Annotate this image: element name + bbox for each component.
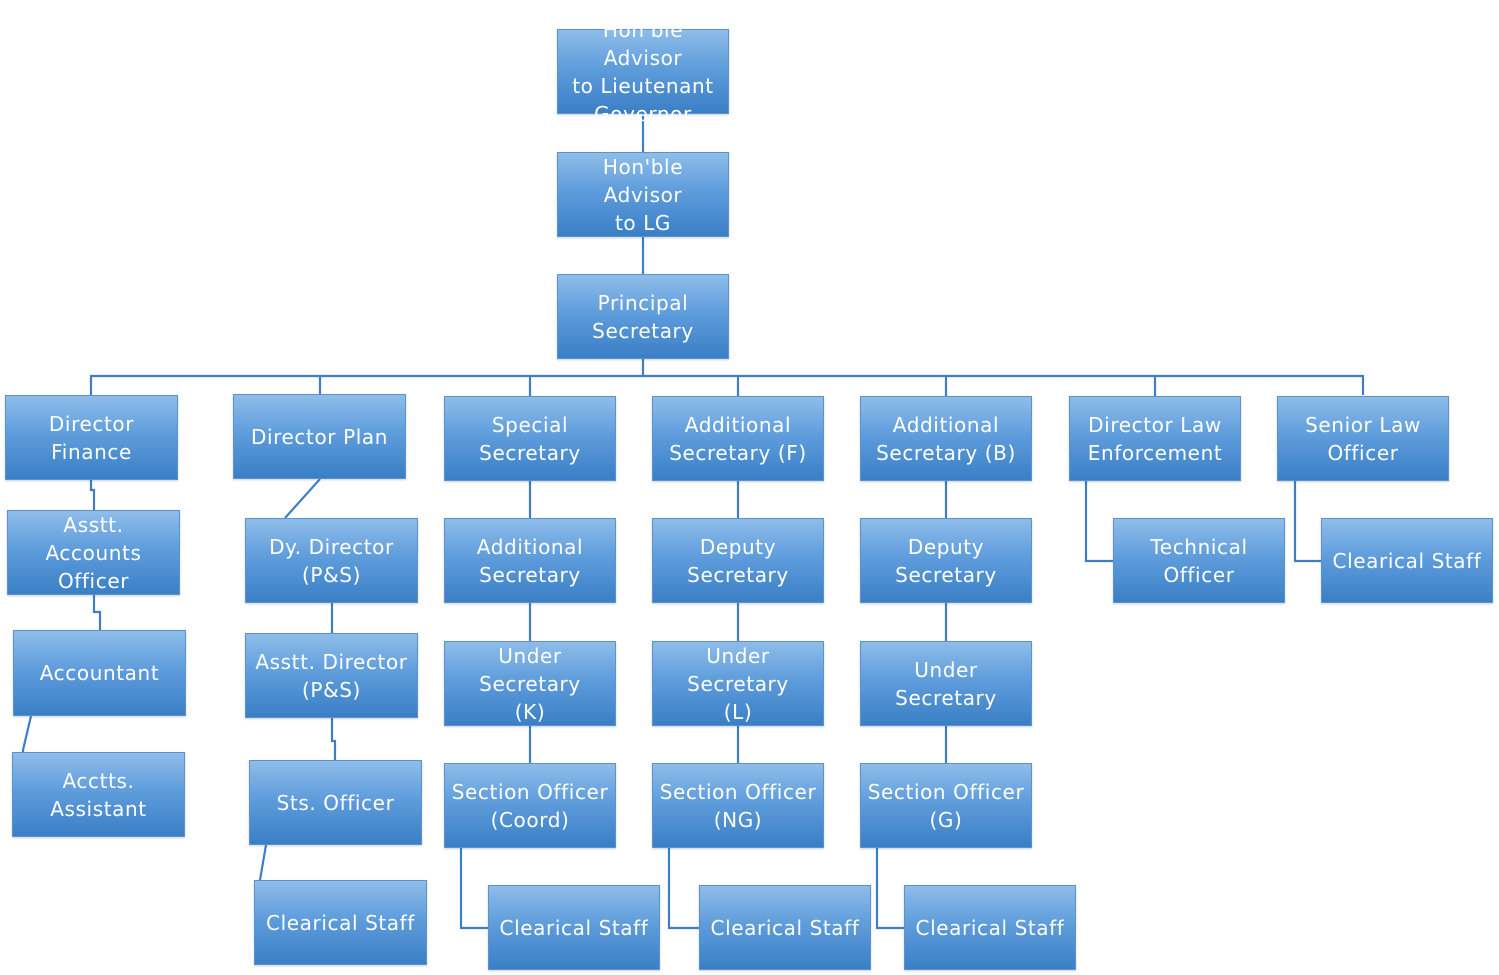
node-asstt-accounts-officer: Asstt. Accounts Officer	[7, 510, 180, 595]
node-section-officer-g: Section Officer (G)	[860, 763, 1032, 848]
node-senior-law-officer: Senior Law Officer	[1277, 396, 1449, 481]
node-sts-officer: Sts. Officer	[249, 760, 422, 845]
node-f-deputy-secretary: Deputy Secretary	[652, 518, 824, 603]
connector	[258, 844, 268, 881]
node-director-plan: Director Plan	[233, 394, 406, 479]
node-section-officer-coord: Section Officer (Coord)	[444, 763, 616, 848]
node-plan-clerical-staff: Clearical Staff	[254, 880, 427, 965]
node-accounts-assistant: Acctts. Assistant	[12, 752, 185, 837]
connector	[1084, 481, 1113, 563]
node-asstt-director-ps: Asstt. Director (P&S)	[245, 633, 418, 718]
node-special-secretary: Special Secretary	[444, 396, 616, 481]
connector	[92, 595, 102, 630]
node-b-under-secretary: Under Secretary	[860, 641, 1032, 726]
node-b-deputy-secretary: Deputy Secretary	[860, 518, 1032, 603]
node-director-finance: Director Finance	[5, 395, 178, 480]
connector	[21, 715, 33, 752]
connector	[667, 848, 699, 930]
node-technical-officer: Technical Officer	[1113, 518, 1285, 603]
connector	[459, 848, 488, 930]
node-additional-secretary-b: Additional Secretary (B)	[860, 396, 1032, 481]
node-principal-secretary: Principal Secretary	[557, 274, 729, 359]
connector	[284, 478, 321, 519]
node-b-clerical-staff: Clearical Staff	[904, 885, 1076, 970]
node-ss-clerical-staff: Clearical Staff	[488, 885, 660, 970]
node-ss-additional-secretary: Additional Secretary	[444, 518, 616, 603]
connector	[875, 848, 904, 930]
connector	[330, 718, 337, 760]
connector	[89, 480, 96, 510]
node-law-clerical-staff: Clearical Staff	[1321, 518, 1493, 603]
node-accountant: Accountant	[13, 630, 186, 716]
connector	[643, 374, 1365, 395]
node-advisor-to-lieutenant-governor: Hon'ble Advisor to Lieutenant Governor	[557, 18, 729, 126]
node-section-officer-ng: Section Officer (NG)	[652, 763, 824, 848]
node-dy-director-ps: Dy. Director (P&S)	[245, 518, 418, 603]
node-under-secretary-l: Under Secretary (L)	[652, 641, 824, 726]
node-f-clerical-staff: Clearical Staff	[699, 885, 871, 970]
node-under-secretary-k: Under Secretary (K)	[444, 641, 616, 726]
connector	[1293, 481, 1321, 563]
connector	[89, 359, 645, 395]
node-advisor-to-lg: Hon'ble Advisor to LG	[557, 152, 729, 237]
node-director-law-enforcement: Director Law Enforcement	[1069, 396, 1241, 481]
node-additional-secretary-f: Additional Secretary (F)	[652, 396, 824, 481]
